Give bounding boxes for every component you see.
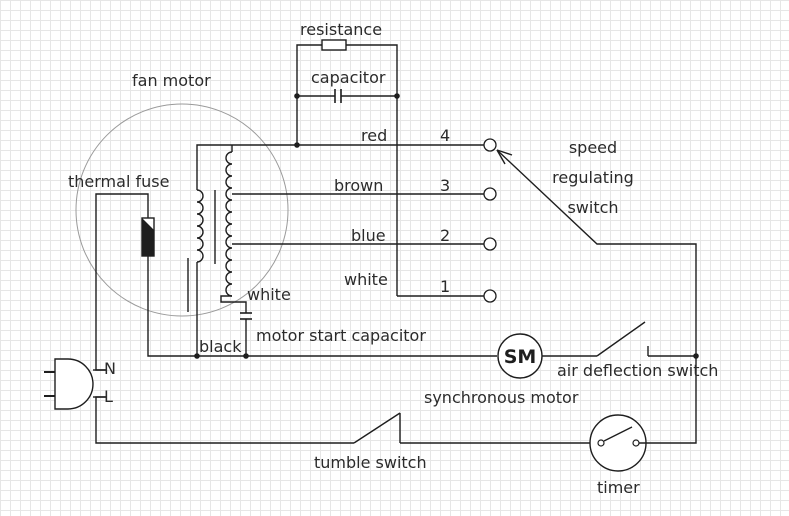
synchronous-motor-label: synchronous motor xyxy=(424,388,579,407)
speed-1-label: 1 xyxy=(440,277,450,296)
motor-start-capacitor-label: motor start capacitor xyxy=(256,326,426,345)
junction-dot xyxy=(243,353,249,359)
speed-4-label: 4 xyxy=(440,126,450,145)
air-deflection-switch xyxy=(542,321,699,359)
timer xyxy=(589,356,697,472)
speed-switch-label: switch xyxy=(567,198,618,217)
terminal-3 xyxy=(483,187,497,201)
terminal-1 xyxy=(483,289,497,303)
motor-start-capacitor xyxy=(240,312,252,356)
air-deflection-switch-label: air deflection switch xyxy=(557,361,718,380)
speed-switch-wiper xyxy=(496,149,697,356)
thermal-fuse-label: thermal fuse xyxy=(68,172,169,191)
speed-2-label: 2 xyxy=(440,226,450,245)
brown-wire-label: brown xyxy=(334,176,383,195)
sm-label: SM xyxy=(504,346,537,368)
terminal-4 xyxy=(483,138,497,152)
thermal-fuse-fill xyxy=(142,218,154,256)
n-terminal-label: N xyxy=(104,359,116,378)
l-terminal-label: L xyxy=(104,387,113,406)
junction-dot xyxy=(394,93,400,99)
black-label: black xyxy=(199,337,242,356)
motor-lead-wires xyxy=(232,144,484,297)
speed-3-label: 3 xyxy=(440,176,450,195)
resistance-element xyxy=(321,39,347,51)
capacitor-label: capacitor xyxy=(311,68,386,87)
timer-label: timer xyxy=(597,478,640,497)
speed-switch-label: regulating xyxy=(552,168,634,187)
red-wire-label: red xyxy=(361,126,387,145)
junction-dot xyxy=(294,93,300,99)
tumble-switch-label: tumble switch xyxy=(314,453,427,472)
speed-switch-terminals xyxy=(483,138,497,303)
motor-windings xyxy=(187,144,247,356)
fan-motor-label: fan motor xyxy=(132,71,211,90)
resistance-label: resistance xyxy=(300,20,382,39)
tumble-switch-branch xyxy=(95,396,598,444)
white-coil-label: white xyxy=(247,285,291,304)
fan-motor-circle xyxy=(75,103,289,317)
junction-dot xyxy=(194,353,200,359)
blue-wire-label: blue xyxy=(351,226,386,245)
power-plug-icon xyxy=(44,358,106,410)
terminal-2 xyxy=(483,237,497,251)
speed-switch-label: speed xyxy=(569,138,617,157)
thermal-fuse-branch xyxy=(95,193,497,371)
white-wire-label: white xyxy=(344,270,388,289)
